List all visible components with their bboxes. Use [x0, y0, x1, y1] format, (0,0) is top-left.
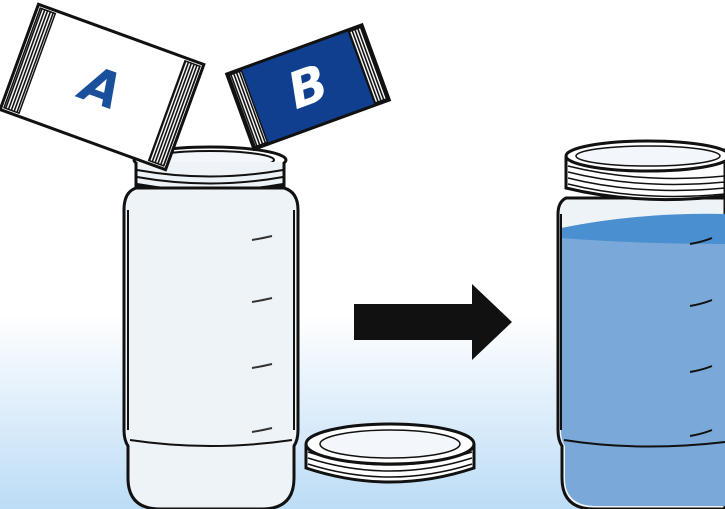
solution: [561, 216, 725, 506]
empty-jar-icon: [124, 147, 298, 509]
lid-icon: [306, 424, 474, 482]
